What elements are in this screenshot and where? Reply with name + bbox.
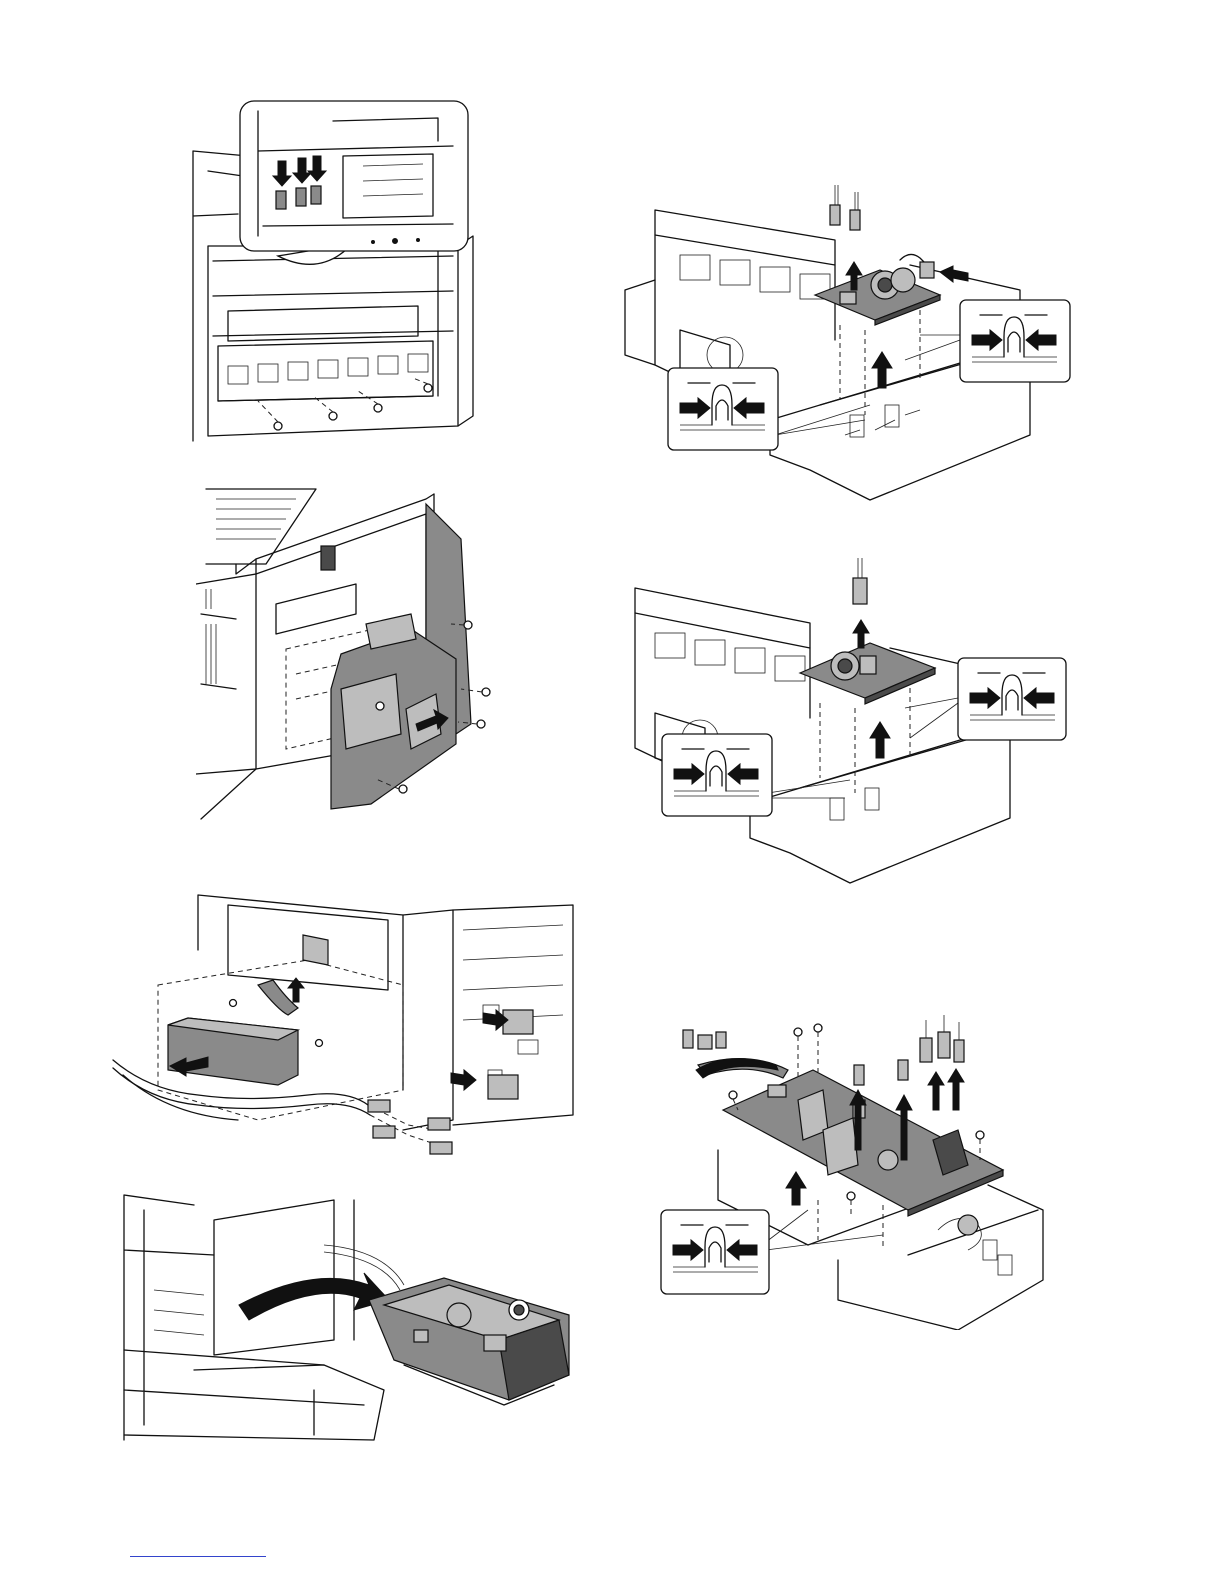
pwb-lift-1-illustration [620, 180, 1076, 505]
figure-screw-removal [188, 96, 478, 446]
figure-main-pwb-removal [658, 1010, 1054, 1330]
rear-cover-panel [331, 504, 471, 809]
locking-spacer-inset [661, 1210, 883, 1294]
duct [168, 1018, 298, 1085]
figure-power-unit-pullout [114, 1190, 578, 1444]
figure-harness-duct-removal [108, 890, 578, 1160]
main-pwb-illustration [658, 1010, 1054, 1330]
figure-pwb-lift-1 [620, 180, 1076, 505]
power-unit [369, 1278, 569, 1405]
pwb-board [800, 643, 935, 704]
connector-icon [830, 185, 934, 278]
panel-cutouts [228, 354, 428, 384]
figure-pwb-lift-2 [620, 548, 1076, 888]
panel-cutouts [655, 633, 805, 681]
screw-icon [258, 378, 432, 430]
locking-spacer-inset [662, 734, 850, 816]
zoom-inset [240, 101, 468, 251]
panel-cutouts [680, 255, 830, 299]
locking-spacer-inset [905, 300, 1070, 382]
connector-icon [683, 1015, 964, 1085]
main-pwb-board [723, 1070, 1003, 1216]
harness-duct-illustration [108, 890, 578, 1160]
figure-rear-cover-removal [196, 484, 492, 829]
pwb-lift-2-illustration [620, 548, 1076, 888]
arrow-curved-icon [239, 1273, 389, 1320]
footer-divider [130, 1556, 266, 1557]
power-unit-illustration [114, 1190, 578, 1444]
connector-icon [853, 558, 867, 604]
screw-removal-illustration [188, 96, 478, 446]
arrow-left-icon [940, 266, 968, 282]
rear-cover-illustration [196, 484, 492, 829]
